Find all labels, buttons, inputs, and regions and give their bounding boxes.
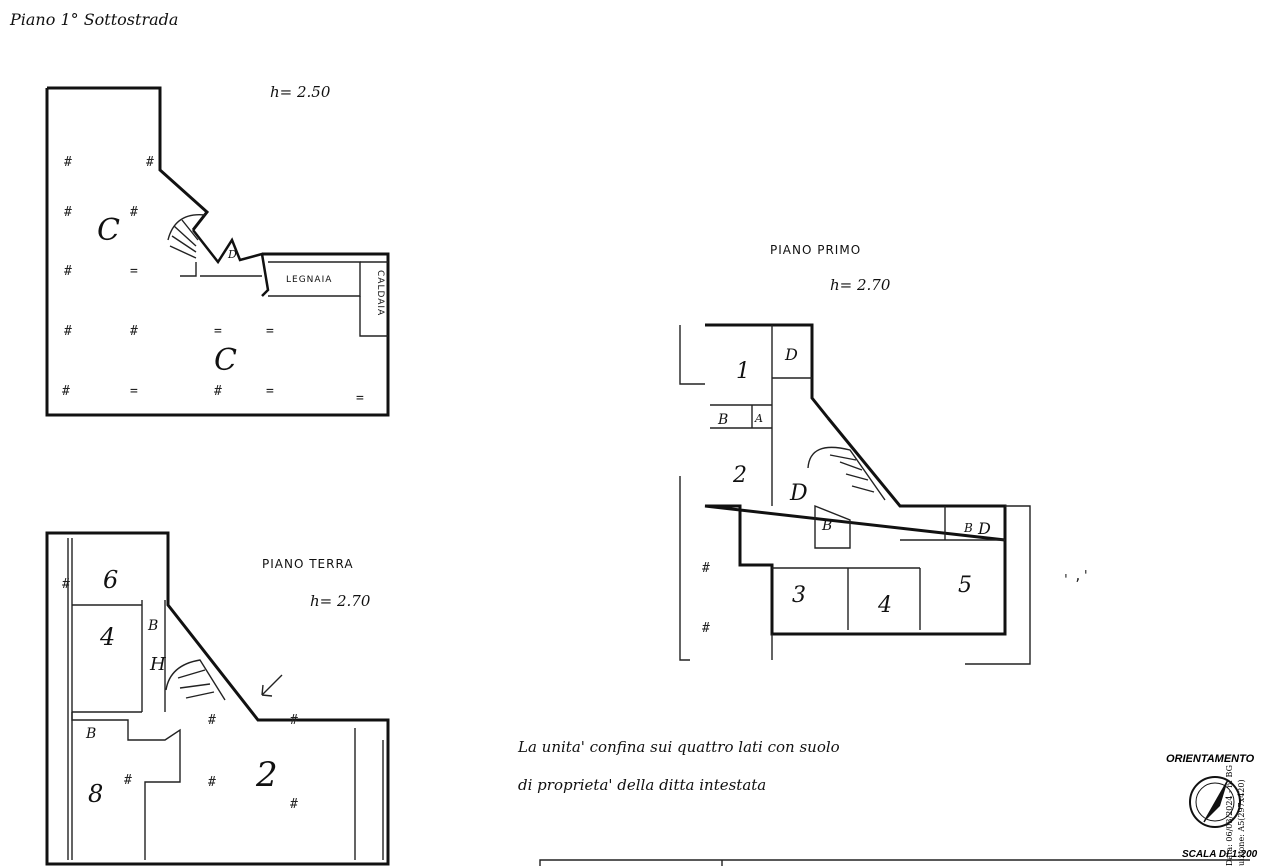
- svg-text:#: #: [64, 324, 72, 339]
- svg-text:#: #: [208, 713, 216, 728]
- basement-height: h= 2.50: [270, 83, 331, 101]
- svg-text:=: =: [214, 324, 222, 339]
- first-floor-room-labels: 1 D B A 2 D B 3 4 5 B D: [717, 345, 991, 618]
- svg-text:#: #: [64, 205, 72, 220]
- sheet-title: Piano 1° Sottostrada: [9, 10, 178, 29]
- svg-text:,': ,': [1074, 569, 1090, 584]
- bottom-frame-line: [539, 859, 1250, 866]
- note-line-2: di proprieta' della ditta intestata: [518, 776, 766, 794]
- gf-room-6: 6: [103, 566, 118, 594]
- ff-room-d2: D: [789, 481, 808, 506]
- ground-floor-stair: [165, 659, 226, 701]
- first-floor-bath-b: [814, 504, 851, 549]
- stamp-line-1: Data: 06/03/2024 - n. BG: [1225, 765, 1234, 866]
- ground-floor-title: PIANO TERRA: [262, 557, 354, 571]
- first-floor-rooms-bottom: [772, 506, 1005, 630]
- ground-floor-marks: # # # # # #: [62, 577, 298, 812]
- gf-room-2: 2: [255, 755, 278, 795]
- svg-text:=: =: [130, 264, 138, 279]
- first-floor-stair: [807, 446, 886, 501]
- first-floor-height: h= 2.70: [830, 276, 891, 294]
- svg-text:#: #: [290, 797, 298, 812]
- svg-text:#: #: [214, 384, 222, 399]
- ff-room-d3: D: [977, 519, 991, 538]
- orientation-label: ORIENTAMENTO: [1166, 753, 1255, 765]
- basement-stair-treads: [169, 219, 199, 259]
- first-floor-terrace-left: [679, 325, 705, 661]
- ff-room-b1: B: [717, 412, 728, 428]
- svg-text:#: #: [702, 621, 710, 636]
- gf-room-b1: B: [147, 618, 158, 634]
- ground-floor-right-wall: [354, 728, 384, 860]
- ground-floor-room-8: [71, 712, 181, 860]
- stamp-line-2: uizione: A5(297x420): [1237, 779, 1246, 866]
- compass-icon: [1189, 776, 1241, 828]
- first-floor-rooms-left: [710, 325, 773, 506]
- ff-room-a: A: [754, 412, 763, 425]
- basement-plan: h= 2.50 C C D LEGNAIA CALDAIA # # # # # = #…: [45, 83, 390, 417]
- svg-text:#: #: [130, 205, 138, 220]
- svg-text:#: #: [146, 155, 154, 170]
- first-floor-terrace-right: [771, 505, 1031, 665]
- svg-text:#: #: [290, 713, 298, 728]
- svg-text:#: #: [208, 775, 216, 790]
- ff-room-5: 5: [958, 573, 972, 598]
- stamp-text: Data: 06/03/2024 - n. BG uizione: A5(297…: [1225, 765, 1246, 866]
- first-floor-marks: # # ' ,': [702, 561, 1090, 636]
- gf-room-8: 8: [88, 780, 103, 808]
- legnaia-label: LEGNAIA: [286, 275, 332, 285]
- gf-room-h: H: [149, 654, 166, 675]
- caldaia-label: CALDAIA: [375, 270, 385, 316]
- gf-room-b2: B: [85, 726, 96, 742]
- ff-room-b3: B: [963, 521, 973, 535]
- svg-text:#: #: [64, 264, 72, 279]
- svg-text:#: #: [62, 577, 70, 592]
- basement-room-d: D: [227, 248, 237, 261]
- first-floor-plan: PIANO PRIMO h= 2.70 1 D B A 2 D B 3 4 5 …: [679, 243, 1090, 665]
- basement-room-c2: C: [214, 343, 237, 378]
- svg-text:#: #: [130, 324, 138, 339]
- ground-floor-plan: PIANO TERRA h= 2.70 6 4 B H B 8 2 ### ##…: [45, 531, 390, 866]
- caldaia-room: [359, 261, 388, 337]
- ff-room-1: 1: [736, 359, 750, 384]
- svg-text:#: #: [702, 561, 710, 576]
- scale-label: SCALA DI 1:200: [1182, 849, 1258, 860]
- basement-wall-top: [47, 86, 210, 231]
- ff-room-2: 2: [732, 463, 747, 488]
- svg-text:=: =: [266, 384, 274, 399]
- svg-text:=: =: [130, 384, 138, 399]
- ff-room-d1: D: [784, 345, 798, 364]
- first-floor-outer-wall: [704, 323, 1007, 636]
- ground-floor-rooms-upper: [72, 600, 166, 713]
- svg-text:#: #: [62, 384, 70, 399]
- basement-wall-zigzag: [192, 229, 270, 297]
- basement-stair-curve: [167, 214, 206, 277]
- first-floor-title: PIANO PRIMO: [770, 243, 861, 257]
- svg-text:=: =: [266, 324, 274, 339]
- basement-floor-marks: # # # # # = # # = = # = # = =: [62, 155, 364, 406]
- ff-room-b2: B: [821, 518, 832, 534]
- svg-text:=: =: [356, 391, 364, 406]
- ground-floor-room-labels: 6 4 B H B 8 2: [85, 566, 278, 808]
- svg-text:#: #: [124, 773, 132, 788]
- ground-floor-left-wall-double: [67, 538, 73, 860]
- ground-floor-entrance-arrow: [261, 674, 283, 697]
- ff-room-3: 3: [792, 583, 806, 608]
- note-line-1: La unita' confina sui quattro lati con s…: [517, 738, 840, 756]
- ground-floor-height: h= 2.70: [310, 592, 371, 610]
- svg-text:': ': [1062, 573, 1070, 588]
- basement-room-c1: C: [97, 213, 120, 248]
- svg-text:#: #: [64, 155, 72, 170]
- gf-room-4: 4: [99, 623, 115, 651]
- ground-floor-outer-wall: [45, 531, 390, 866]
- basement-wall-outer: [45, 88, 390, 417]
- ff-room-4: 4: [877, 593, 892, 618]
- legnaia-room: [268, 261, 361, 297]
